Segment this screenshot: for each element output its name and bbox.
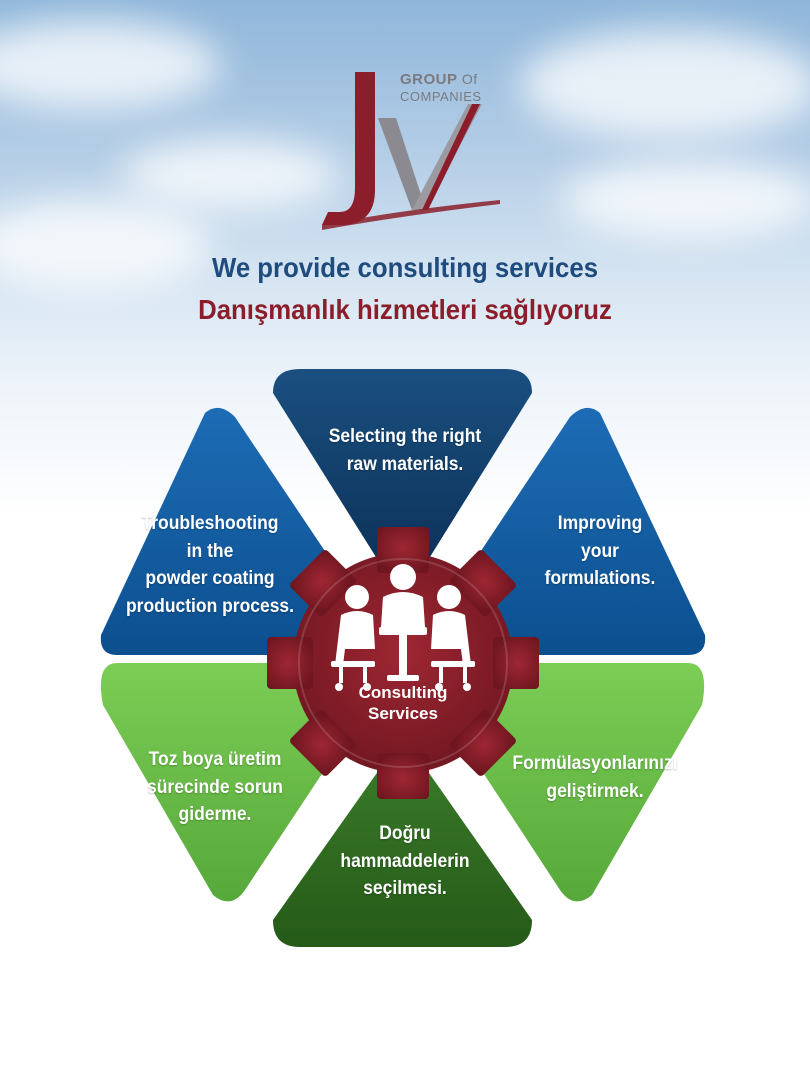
logo-companies-label: COMPANIES <box>400 89 482 104</box>
petal-bottom-left-line: giderme. <box>178 804 252 826</box>
meeting-people-icon <box>331 564 475 691</box>
center-label: Consulting Services <box>323 682 483 725</box>
logo-j-shape <box>322 72 375 225</box>
center-label-line: Services <box>368 704 438 724</box>
center-label-line: Consulting <box>358 683 448 702</box>
cloud <box>120 140 340 210</box>
logo-of-label: Of <box>461 71 478 87</box>
petal-top-left-text: Troubleshooting in the powder coating pr… <box>113 510 306 620</box>
petal-bottom-line: seçilmesi. <box>363 878 447 900</box>
heading-english: We provide consulting services <box>211 252 599 283</box>
petal-top-right-line: your <box>581 540 619 562</box>
petal-top-line: Selecting the right <box>328 426 482 447</box>
petal-bottom-left-line: Toz boya üretim <box>148 749 282 770</box>
petal-bottom-text: Doğru hammaddelerin seçilmesi. <box>308 820 501 903</box>
cloud <box>0 20 220 110</box>
petal-bottom-left-text: Toz boya üretim sürecinde sorun giderme. <box>128 746 303 829</box>
petal-bottom <box>273 747 532 947</box>
heading-turkish: Danışmanlık hizmetleri sağlıyoruz <box>198 294 612 325</box>
petal-top-right-line: formulations. <box>544 568 656 590</box>
petal-top-text: Selecting the right raw materials. <box>299 423 511 478</box>
petal-top-right-line: Improving <box>557 513 643 534</box>
petal-top <box>273 369 532 587</box>
logo-v-accent <box>422 104 480 210</box>
petal-bottom-line: hammaddelerin <box>340 850 470 872</box>
petal-bottom-line: Doğru <box>379 823 431 844</box>
petal-top-left-line: in the <box>186 540 234 562</box>
petal-bottom-right-text: Formülasyonlarınızı geliştirmek. <box>494 750 696 805</box>
logo-v-left <box>378 118 426 210</box>
cloud <box>0 200 210 290</box>
petal-bottom-right <box>461 663 705 902</box>
petal-bottom-right-line: Formülasyonlarınızı <box>512 753 678 774</box>
cloud <box>520 30 810 140</box>
logo-group-label: GROUP <box>400 71 458 88</box>
petal-top-left-line: production process. <box>125 595 295 617</box>
petal-top-right <box>461 407 706 655</box>
consulting-diagram <box>100 369 706 947</box>
logo-group-text: GROUP Of COMPANIES <box>400 72 482 103</box>
petal-top-left <box>100 407 345 655</box>
petal-bottom-right-line: geliştirmek. <box>546 780 644 802</box>
petal-top-left-line: Troubleshooting <box>141 513 279 534</box>
petal-top-left-line: powder coating <box>145 568 275 590</box>
petal-bottom-left-line: sürecinde sorun <box>146 776 283 798</box>
petal-top-right-text: Improving your formulations. <box>517 510 683 593</box>
cloud <box>560 160 810 240</box>
petal-bottom-left <box>100 663 345 902</box>
jv-logo <box>322 72 500 230</box>
petal-top-line: raw materials. <box>346 453 464 475</box>
